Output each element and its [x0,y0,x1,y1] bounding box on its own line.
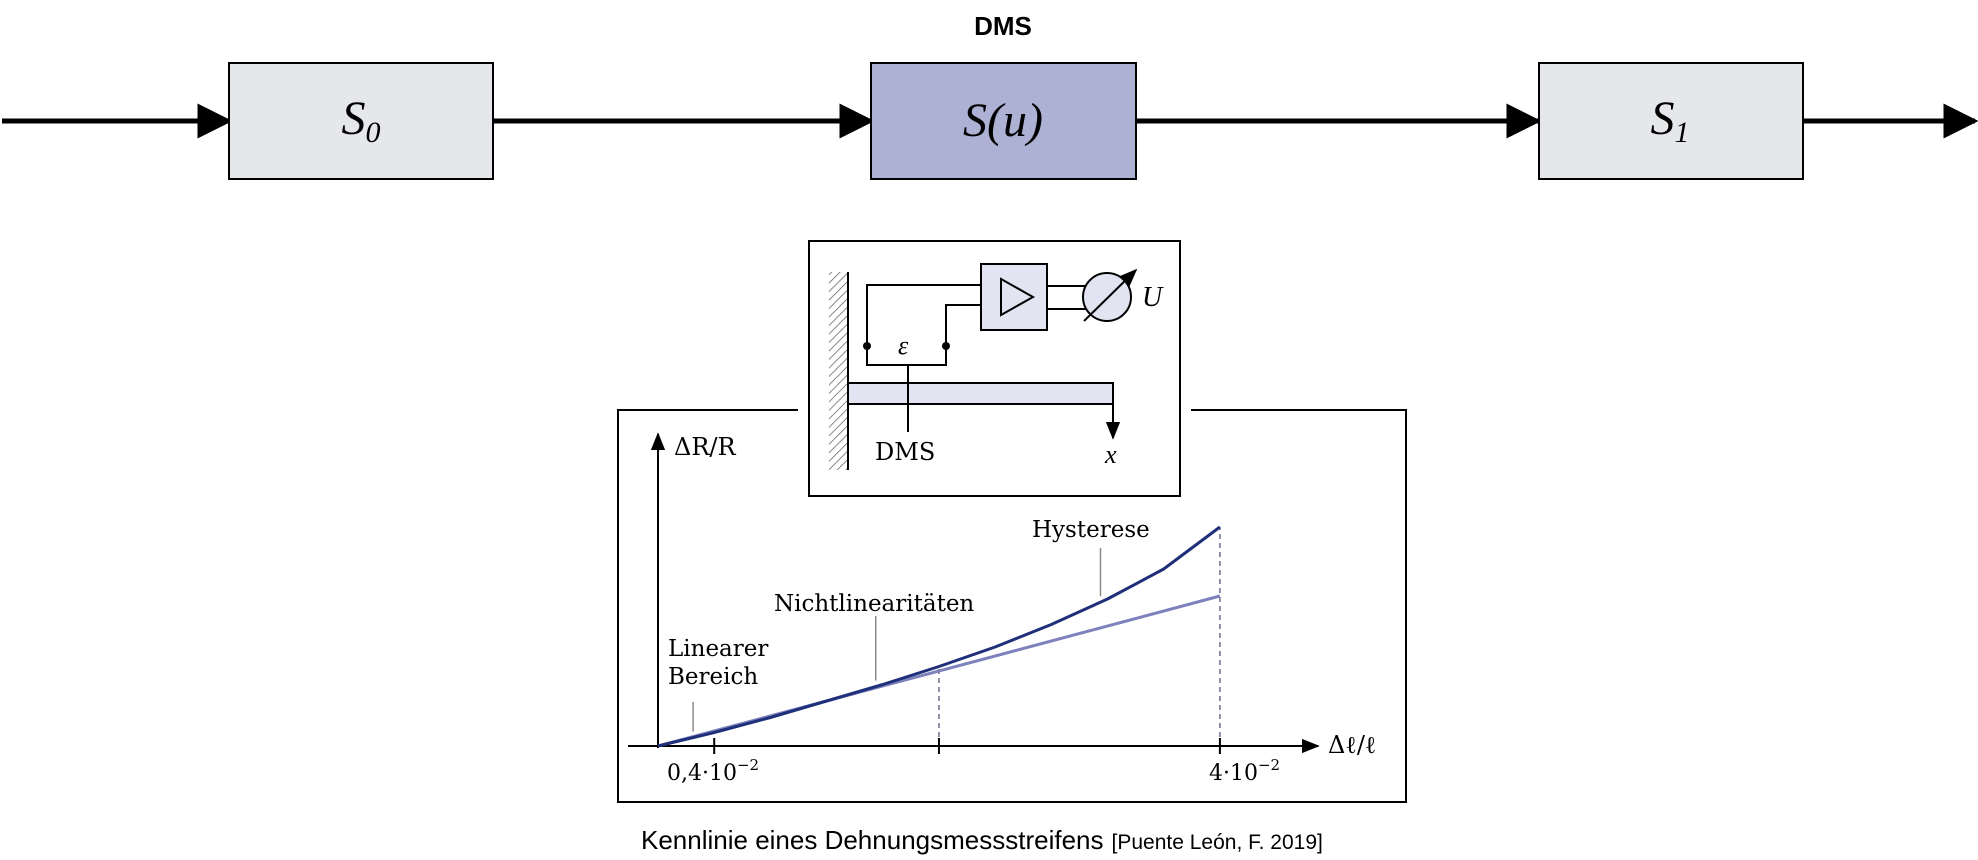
chain-title: DMS [974,11,1032,41]
block-s0-label: S0 [342,92,381,149]
figure-caption: Kennlinie eines Dehnungsmessstreifens[Pu… [641,825,1323,855]
tick-label-right: 4·10−2 [1209,756,1280,786]
y-axis-label: ΔR/R [674,433,736,461]
deflection-label: x [1104,440,1117,469]
annotation-hysterese: Hysterese [1032,517,1150,543]
annotation-linearer-bereich: Linearer Bereich [668,636,776,690]
inset-strain-gauge: x DMS ε U [808,240,1181,497]
tick-label-left: 0,4·10−2 [667,756,759,786]
block-s1 [1538,62,1804,180]
bridge-wire-right [945,304,981,346]
strain-symbol: ε [898,331,909,360]
amplifier-triangle-icon [1000,277,1036,317]
chart-frame [617,409,1407,803]
terminal-right [942,342,950,350]
wall-hatch [829,272,847,470]
x-axis-label: Δℓ/ℓ [1328,731,1376,759]
annotation-nichtlinearitaeten: Nichtlinearitäten [774,591,974,617]
series-line-0 [657,525,1221,748]
cantilever-beam [847,382,1114,405]
voltmeter-needle [1083,268,1138,322]
block-su [870,62,1137,180]
chart: ΔR/R Δℓ/ℓ 0,4·10−2 4·10−2 Linearer Berei… [628,432,1376,786]
voltage-label: U [1142,282,1164,313]
chart-border [617,409,1407,803]
block-s1-label: S1 [1651,92,1690,149]
gauge-element [866,346,947,366]
bridge-wire-left [866,284,981,346]
amplifier-block [980,263,1048,331]
block-su-label: S(u) [963,94,1043,147]
gauge-label: DMS [875,438,935,466]
block-s0 [228,62,494,180]
terminal-left [863,342,871,350]
signal-chain: DMS S0 S(u) S1 [2,11,1978,180]
